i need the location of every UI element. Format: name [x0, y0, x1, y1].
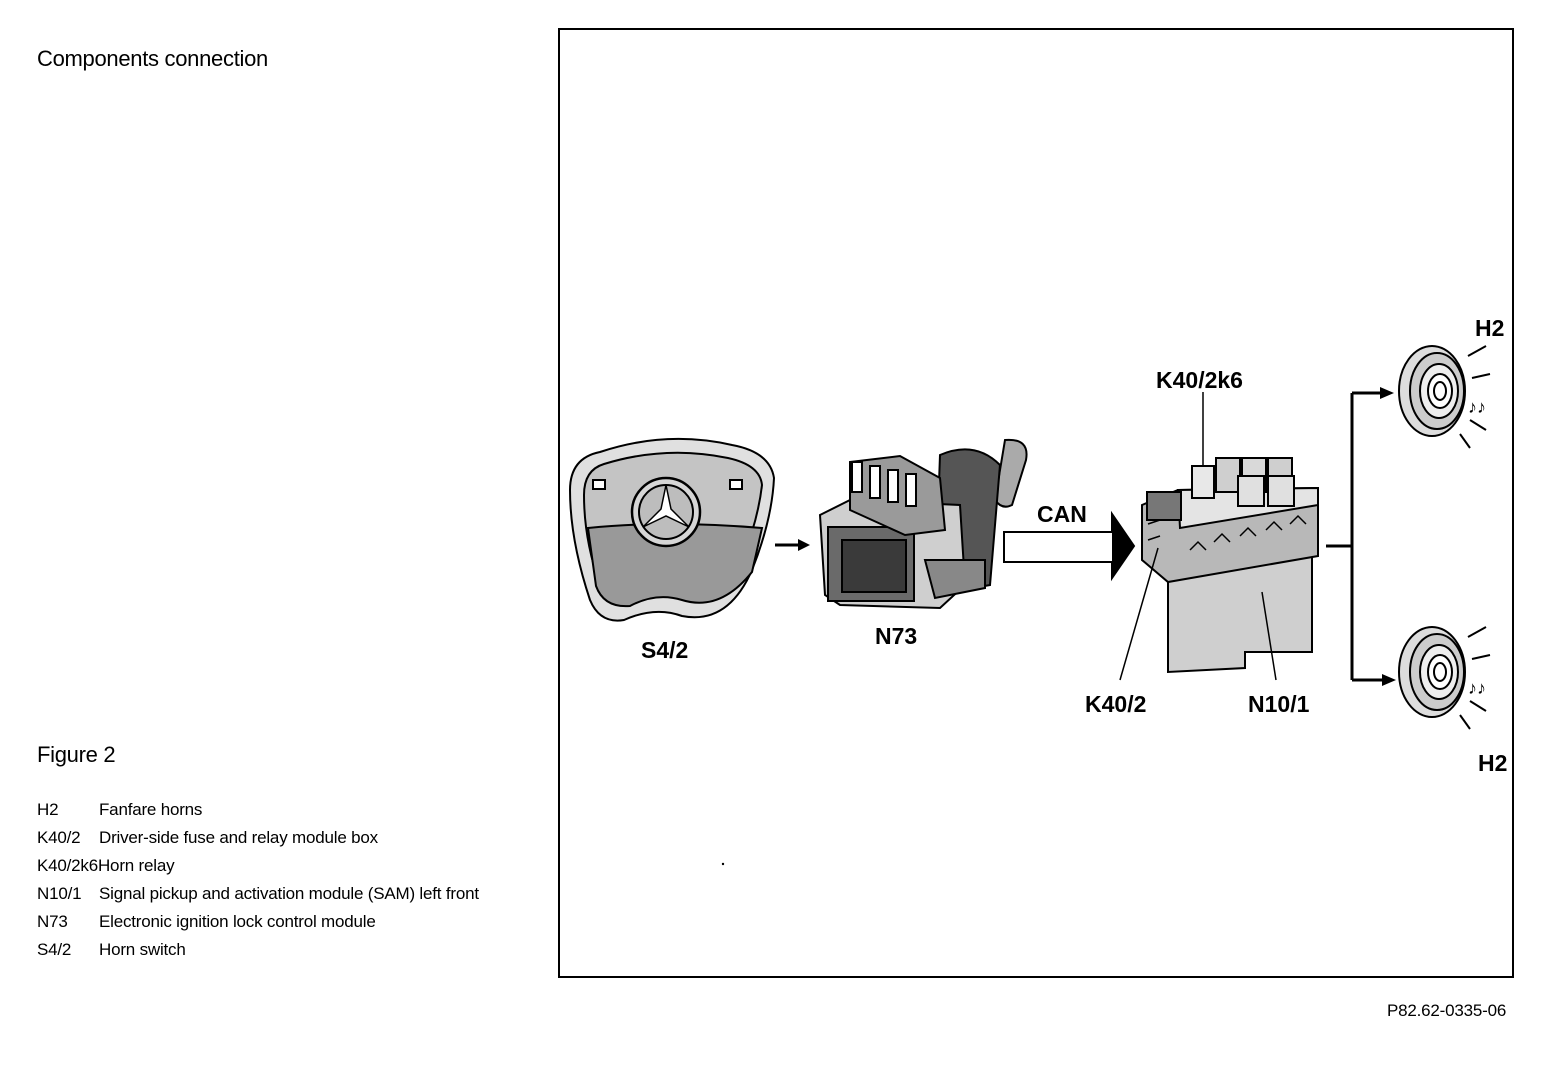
- legend-description: Driver-side fuse and relay module box: [99, 828, 378, 847]
- legend-code: N73: [37, 912, 68, 931]
- branch-to-horns: [1326, 387, 1396, 686]
- legend-code: S4/2: [37, 940, 72, 959]
- legend-item: H2 Fanfare horns: [37, 800, 479, 828]
- figure-label: Figure 2: [37, 742, 116, 767]
- can-bus-arrow: [1003, 510, 1136, 582]
- horn-top-icon: ♪♪: [1398, 345, 1491, 449]
- legend-item: K40/2k6 Horn relay: [37, 856, 479, 884]
- legend-description: Horn relay: [97, 856, 175, 875]
- label-horn-top: H2: [1475, 315, 1504, 341]
- label-horn-switch: S4/2: [641, 637, 688, 663]
- legend-description: Horn switch: [99, 940, 186, 959]
- label-fuse-box: K40/2: [1085, 691, 1146, 717]
- stray-dot: [721, 862, 725, 866]
- fuse-relay-box-icon: [1141, 457, 1319, 674]
- ignition-module-icon: [818, 438, 1028, 610]
- horn-bottom-icon: ♪♪: [1398, 626, 1491, 730]
- legend-code: H2: [37, 800, 59, 819]
- legend: H2 Fanfare horns K40/2 Driver-side fuse …: [37, 800, 479, 968]
- figure-reference: P82.62-0335-06: [1387, 1001, 1507, 1020]
- horn-switch-icon: [568, 437, 776, 622]
- label-sam: N10/1: [1248, 691, 1310, 717]
- label-horn-bottom: H2: [1478, 750, 1507, 776]
- legend-description: Signal pickup and activation module (SAM…: [99, 884, 479, 903]
- svg-text:♪♪: ♪♪: [1468, 397, 1486, 417]
- pointer-n10-1: [1261, 591, 1277, 681]
- label-can: CAN: [1037, 501, 1087, 527]
- legend-code: K40/2k6: [37, 856, 98, 875]
- legend-item: N10/1 Signal pickup and activation modul…: [37, 884, 479, 912]
- arrow-s42-to-n73: [775, 539, 810, 551]
- page-title: Components connection: [37, 46, 268, 71]
- svg-text:♪♪: ♪♪: [1468, 678, 1486, 698]
- diagram-frame: [558, 28, 1514, 978]
- label-ignition-module: N73: [875, 623, 917, 649]
- pointer-k40-2: [1119, 547, 1159, 681]
- legend-code: N10/1: [37, 884, 82, 903]
- legend-description: Fanfare horns: [99, 800, 203, 819]
- legend-item: S4/2 Horn switch: [37, 940, 479, 968]
- legend-item: N73 Electronic ignition lock control mod…: [37, 912, 479, 940]
- label-relay: K40/2k6: [1156, 367, 1243, 393]
- legend-item: K40/2 Driver-side fuse and relay module …: [37, 828, 479, 856]
- legend-description: Electronic ignition lock control module: [99, 912, 376, 931]
- legend-code: K40/2: [37, 828, 81, 847]
